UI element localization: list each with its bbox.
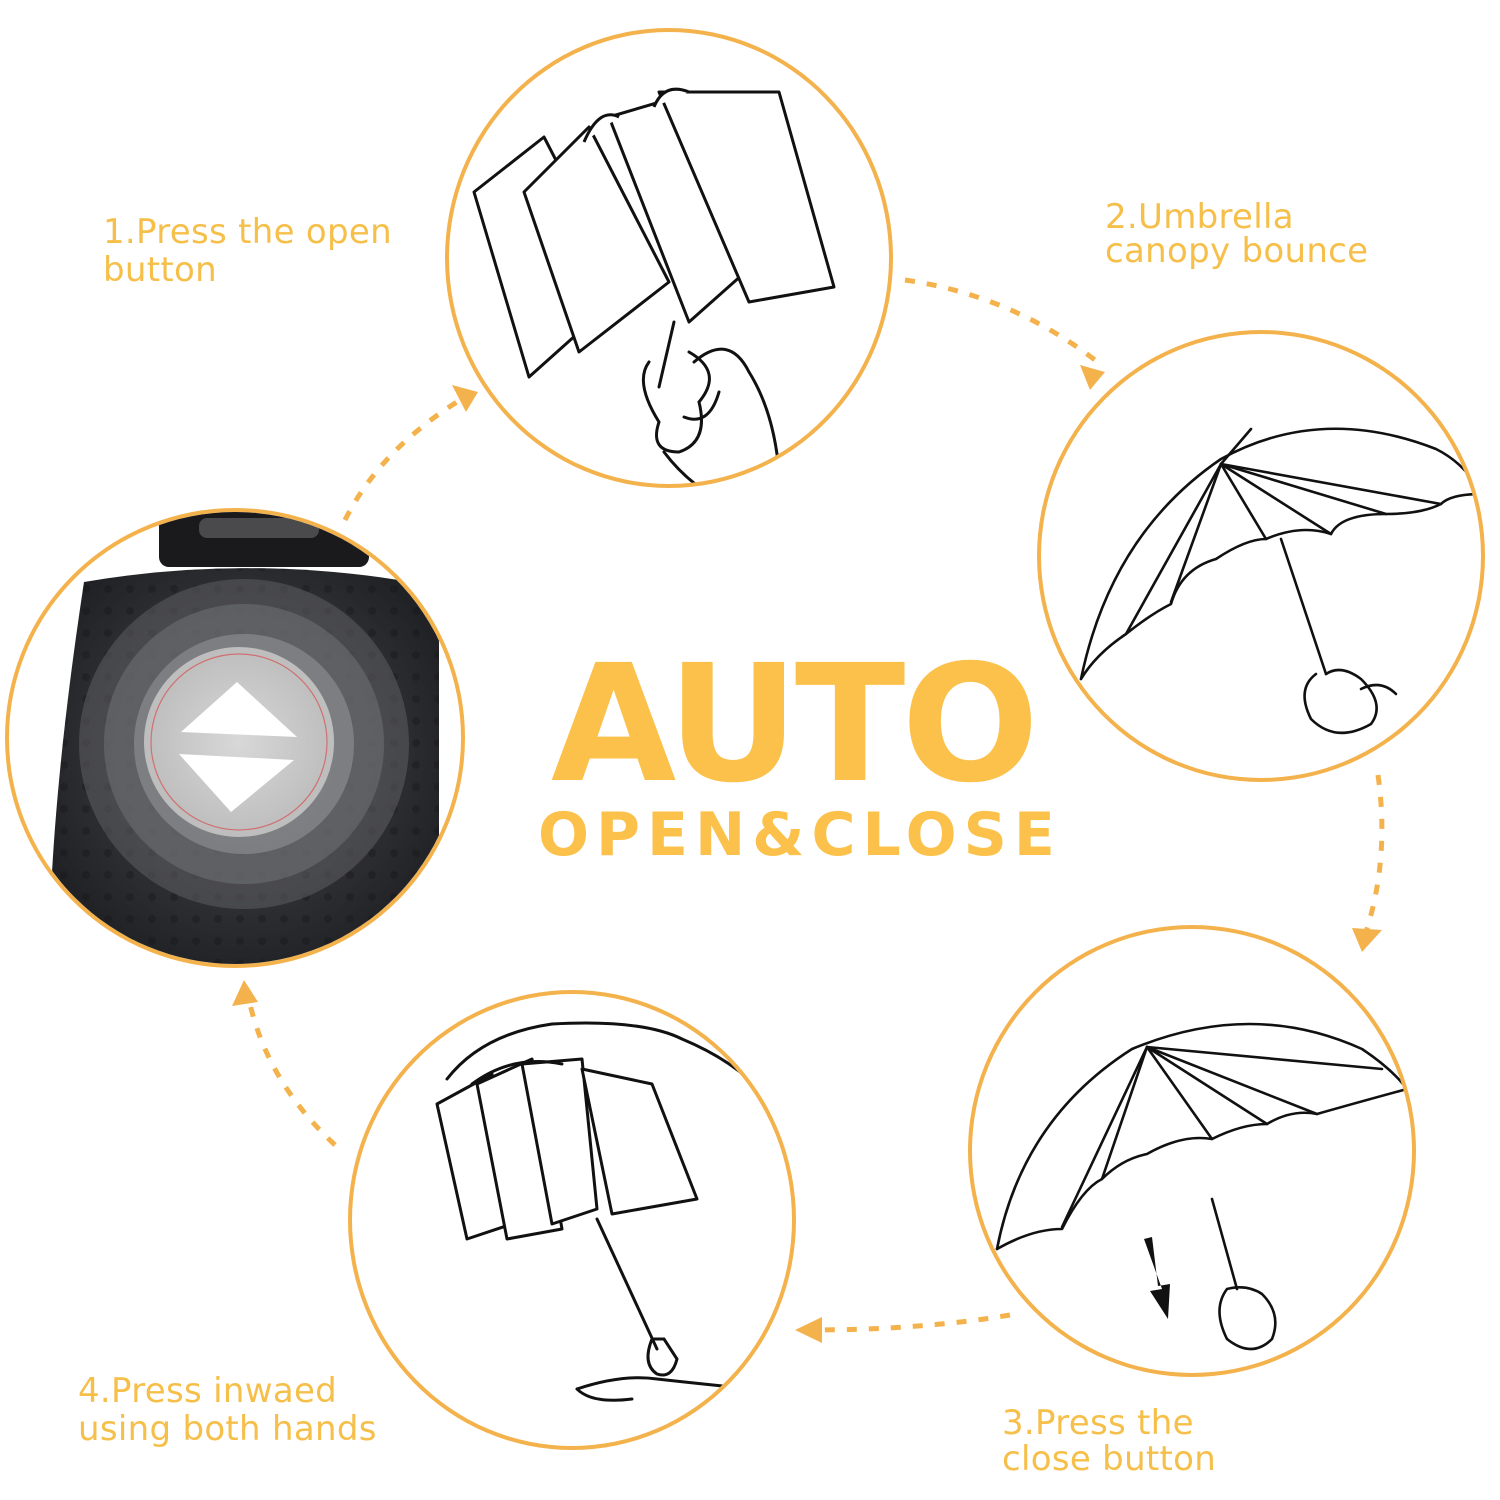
arrowhead-2	[1080, 365, 1105, 390]
step-4-circle	[348, 990, 796, 1450]
step-3-label: 3.Press the close button	[1002, 1403, 1217, 1479]
arrow-step1-to-step2	[904, 277, 1097, 362]
step-2-label: 2.Umbrella canopy bounce	[1105, 197, 1369, 271]
down-arrow-icon	[1144, 1237, 1170, 1319]
down-triangle-icon	[179, 754, 294, 812]
step-4-label: 4.Press inwaed using both hands	[78, 1371, 377, 1449]
open-umbrella-press-down-icon	[995, 1022, 1409, 1351]
umbrella-closing-both-hands-icon	[435, 1021, 774, 1402]
arrowhead-3	[1352, 928, 1382, 952]
step-3-circle	[968, 925, 1416, 1377]
arrowhead-1	[452, 385, 478, 412]
up-triangle-icon	[181, 682, 297, 737]
folded-umbrella-hand-press-icon	[472, 87, 836, 484]
arrow-step2-to-step3	[1362, 774, 1385, 936]
arrow-step3-to-step4	[809, 1312, 1011, 1333]
open-umbrella-hand-icon	[1079, 427, 1481, 735]
step-1-label: 1.Press the open button	[103, 212, 392, 290]
handle-photo-circle	[5, 508, 465, 968]
step-2-circle	[1037, 330, 1485, 782]
arrow-step4-to-handle	[245, 994, 337, 1147]
title-auto: AUTO	[550, 631, 1039, 819]
title-open-close: OPEN&CLOSE	[538, 800, 1062, 870]
arrow-handle-to-step1	[342, 397, 462, 522]
arrowhead-4	[795, 1317, 822, 1343]
umbrella-handle-button-photo	[49, 512, 439, 964]
step-1-circle	[445, 28, 893, 488]
arrowhead-5	[232, 980, 258, 1006]
